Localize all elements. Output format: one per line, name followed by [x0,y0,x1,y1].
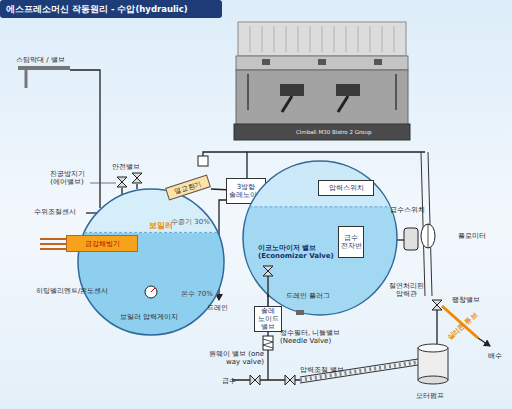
valve-symbol [250,375,260,385]
valve-symbol [263,266,273,276]
part-label: 압력조절 밸브 [300,366,344,374]
part-label: 수위조절센서 [34,208,76,216]
part-label: 실리콘 튜브 [446,311,479,342]
group-head [336,84,360,96]
part-label: 히팅엘리멘트/온도센서 [36,287,108,295]
valve-symbol [117,177,127,187]
part-label: 절연처리된 압력관 [384,282,428,298]
water-level [249,206,390,207]
machine-photo [234,22,410,140]
node-text: 보일러 [149,221,173,231]
steam-wand [18,68,100,208]
insulated-tube [300,359,418,383]
part-label: 드레인 [207,304,228,312]
node-text: 압력스위치 [329,184,364,192]
valve-box: 급수 전자변 [338,226,364,258]
flowmeter-axis [428,224,429,248]
gauge-needle [151,288,155,292]
steam-pipe [70,70,100,208]
pipe-connector [211,188,226,190]
node-text: 이코노마이저 밸브 (Economizer Valve) [258,244,342,260]
part-label: 배수 [488,352,502,360]
part-label: 원웨이 밸브 (one way valve) [198,350,264,366]
pipe [436,310,437,344]
part-label: 급수 [222,377,236,385]
drain-plug [296,310,304,315]
valve-symbol [132,173,142,183]
cup-warmer [238,22,406,56]
control-panel [236,56,408,70]
water-level [84,232,218,233]
drip-tray [234,124,410,140]
pressure-switch-box: 압력스위치 [318,180,374,196]
part-label: 보일러 압력게이지 [120,313,178,321]
heat-exchanger-box: 열교환기 [165,175,211,201]
button [318,59,326,65]
portafilter [282,96,348,112]
filter-symbol [263,336,273,350]
drain-arrow [478,338,490,346]
fitting [198,156,208,166]
heater-prongs [40,239,66,249]
part-label: 정수필터, 니들밸브(Needle Valve) [280,329,364,345]
part-label: 급수스위치 [390,206,425,214]
part-label: 플로미터 [458,232,486,240]
inner-pipes [145,266,304,315]
steam-wand-photo [248,74,396,110]
fill-switch-symbol [404,228,418,250]
node-text: 수증기 30% [171,218,210,226]
machine-body [236,70,408,126]
node-text: 급수 전자변 [340,234,362,250]
pressure-line [397,152,490,346]
flowmeter-symbol [421,224,435,248]
pump-body [418,348,448,380]
tube-hatching [300,362,418,380]
node-text: 열교환기 [173,179,202,195]
node-text: 온수 70% [181,290,213,298]
node-text: 금강채빙기 [85,240,120,248]
title-banner [0,0,222,18]
node-text: 솔레 노이드 밸브 [256,307,280,331]
pump-top [418,344,448,352]
water-inlet [232,332,448,385]
pipe [267,276,268,297]
leader-line [90,183,116,184]
part-label: Cimbali M30 Bistro 2 Group [296,129,371,136]
valve-symbol [432,300,442,310]
pipe [397,239,404,240]
button [262,59,270,65]
heater-box: 금강채빙기 [66,235,138,252]
pressure-gauge [145,286,157,298]
title-text: 에스프레소머신 작동원리 - 수압(hydraulic) [6,3,188,15]
valve-symbol [285,375,295,385]
wand-nozzle [25,68,28,88]
filter-zigzag [263,339,273,348]
boiler-shape [243,161,397,315]
part-label: 드레인 플러그 [286,292,330,300]
part-label: 진공방지기 (에어밸브) [44,170,90,186]
button [374,59,382,65]
part-label: 모터펌프 [416,392,444,400]
part-label: 팽창밸브 [452,296,480,304]
solenoid-box: 솔레 노이드 밸브 [254,306,282,332]
pipe-connector [267,295,269,306]
part-label: 스팀막대 / 밸브 [16,56,65,64]
group-head [280,84,304,96]
pump-bottom [418,376,448,384]
part-label: 안전밸브 [112,163,140,171]
boiler-shape [78,189,224,335]
pipe [203,152,247,156]
grill-lines [250,26,394,52]
